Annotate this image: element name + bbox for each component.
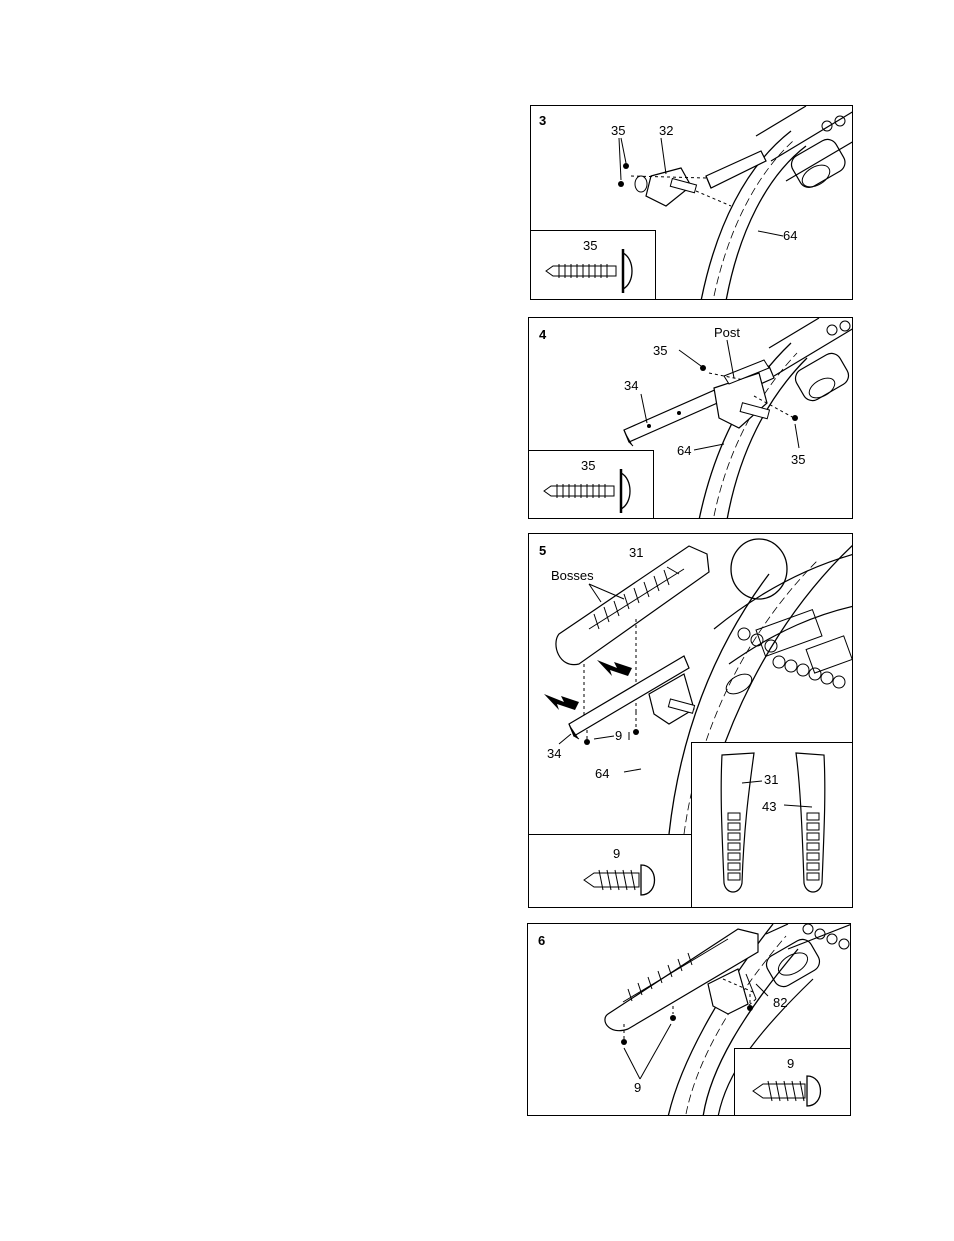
- grips-comparison-drawing: [692, 743, 853, 908]
- step-3-number: 3: [539, 114, 546, 127]
- black-arrow-icon: [597, 660, 632, 676]
- step-5-label-left-grip: 31: [764, 773, 778, 786]
- step-6-panel: 6 82 9 9: [527, 923, 851, 1116]
- pan-head-screw-icon: [529, 835, 693, 908]
- step-5-label-grip: 31: [629, 546, 643, 559]
- black-arrow-icon: [544, 694, 579, 710]
- step-5-panel: 5 31 Bosses 9 34 64 9 31 43: [528, 533, 853, 908]
- step-6-label-screws: 9: [634, 1081, 641, 1094]
- step-5-label-upright: 64: [595, 767, 609, 780]
- step-5-grips-inset: 31 43: [691, 742, 853, 908]
- step-4-label-arm: 34: [624, 379, 638, 392]
- step-3-panel: 3 35 32 64 35: [530, 105, 853, 300]
- step-4-panel: 4 Post 35 34 64 35 35: [528, 317, 853, 519]
- self-tapping-screw-icon: [529, 451, 655, 519]
- step-4-label-screw-top: 35: [653, 344, 667, 357]
- step-4-inset: 35: [528, 450, 654, 519]
- step-4-label-upright: 64: [677, 444, 691, 457]
- pan-head-screw-icon: [735, 1049, 851, 1116]
- step-6-label-cap: 82: [773, 996, 787, 1009]
- step-5-label-arm: 34: [547, 747, 561, 760]
- step-3-inset: 35: [530, 230, 656, 300]
- step-3-label-upright: 64: [783, 229, 797, 242]
- step-6-number: 6: [538, 934, 545, 947]
- self-tapping-screw-icon: [531, 231, 657, 300]
- step-4-number: 4: [539, 328, 546, 341]
- step-3-label-bracket: 32: [659, 124, 673, 137]
- step-4-label-screw-right: 35: [791, 453, 805, 466]
- step-5-number: 5: [539, 544, 546, 557]
- step-5-label-screw: 9: [615, 729, 622, 742]
- step-3-label-screw: 35: [611, 124, 625, 137]
- step-5-label-right-grip: 43: [762, 800, 776, 813]
- step-5-screw-inset: 9: [528, 834, 692, 908]
- step-5-label-bosses: Bosses: [551, 569, 594, 582]
- step-6-inset: 9: [734, 1048, 851, 1116]
- step-4-label-post: Post: [714, 326, 740, 339]
